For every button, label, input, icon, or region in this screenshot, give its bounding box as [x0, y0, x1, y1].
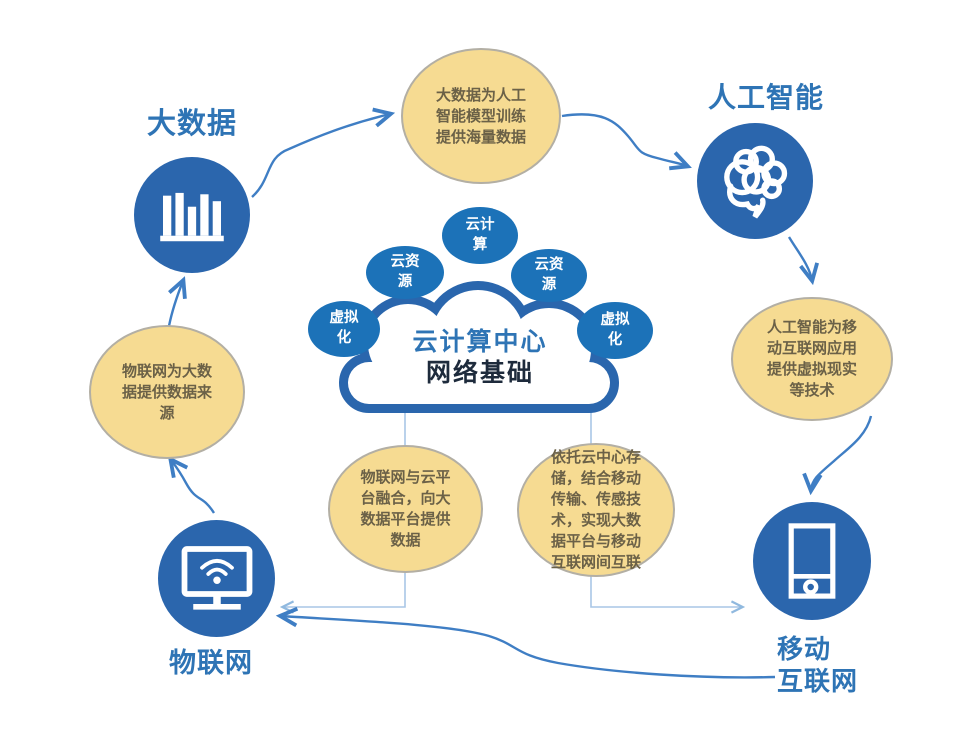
bubble-virtualization-right-text: 虚拟化 [600, 311, 630, 348]
label-mobile: 移动 互联网 [777, 633, 887, 697]
label-ai: 人工智能 [707, 82, 824, 113]
annotation-top-text: 大数据为人工智能模型训练提供海量数据 [435, 86, 526, 146]
annotation-bottom-left-text: 物联网与云平台融合，向大数据平台提供数据 [360, 469, 451, 549]
bubble-virtualization-right: 虚拟化 [577, 302, 653, 359]
label-big-data: 大数据 [146, 108, 237, 140]
arrow-left-annotation-to-bigdata [167, 276, 187, 327]
label-mobile-line1: 移动 [777, 634, 832, 664]
annotation-bottom-left: 物联网与云平台融合，向大数据平台提供数据 [328, 445, 483, 573]
label-iot: 物联网 [169, 648, 253, 678]
arrow-right-annotation-to-mobile [802, 415, 873, 496]
cloud-center-text: 云计算中心 网络基础 [368, 327, 592, 389]
bar-chart-icon [160, 192, 224, 242]
annotation-left: 物联网为大数据提供数据来源 [89, 325, 245, 459]
annotation-right: 人工智能为移动互联网应用提供虚拟现实等技术 [731, 297, 893, 421]
arrow-bigdata-to-top-annotation [251, 107, 396, 198]
annotation-top: 大数据为人工智能模型训练提供海量数据 [401, 48, 561, 184]
node-big-data [134, 157, 250, 273]
arrow-iot-to-left-annotation [167, 455, 216, 514]
bubble-cloud-computing-text: 云计算 [465, 216, 495, 253]
bubble-cloud-resource-right-text: 云资源 [534, 256, 564, 293]
node-mobile [753, 502, 871, 620]
smartphone-icon [788, 523, 836, 599]
bubble-virtualization-left: 虚拟化 [308, 301, 380, 357]
annotation-bottom-right: 依托云中心存储，结合移动传输、传感技术，实现大数据平台与移动互联网间互联 [517, 443, 675, 577]
label-mobile-line2: 互联网 [777, 666, 859, 696]
bubble-cloud-resource-left-text: 云资源 [390, 253, 420, 290]
bubble-cloud-computing: 云计算 [442, 207, 518, 264]
cloud-title: 云计算中心 [412, 328, 548, 356]
monitor-wifi-icon [181, 545, 252, 610]
arrow-mobile-to-iot [275, 606, 776, 679]
arrow-ai-to-right-annotation [787, 236, 819, 286]
cloud-subtitle: 网络基础 [425, 359, 534, 387]
node-ai [697, 123, 813, 239]
bubble-virtualization-left-text: 虚拟化 [329, 310, 359, 346]
annotation-left-text: 物联网为大数据提供数据来源 [121, 362, 212, 422]
annotation-right-text: 人工智能为移动互联网应用提供虚拟现实等技术 [766, 319, 857, 399]
bubble-cloud-resource-right: 云资源 [511, 249, 587, 302]
brain-icon [724, 145, 788, 219]
arrow-top-annotation-to-ai [561, 113, 692, 171]
node-iot [158, 520, 275, 637]
annotation-bottom-right-text: 依托云中心存储，结合移动传输、传感技术，实现大数据平台与移动互联网间互联 [550, 449, 641, 571]
bubble-cloud-resource-left: 云资源 [366, 246, 444, 299]
